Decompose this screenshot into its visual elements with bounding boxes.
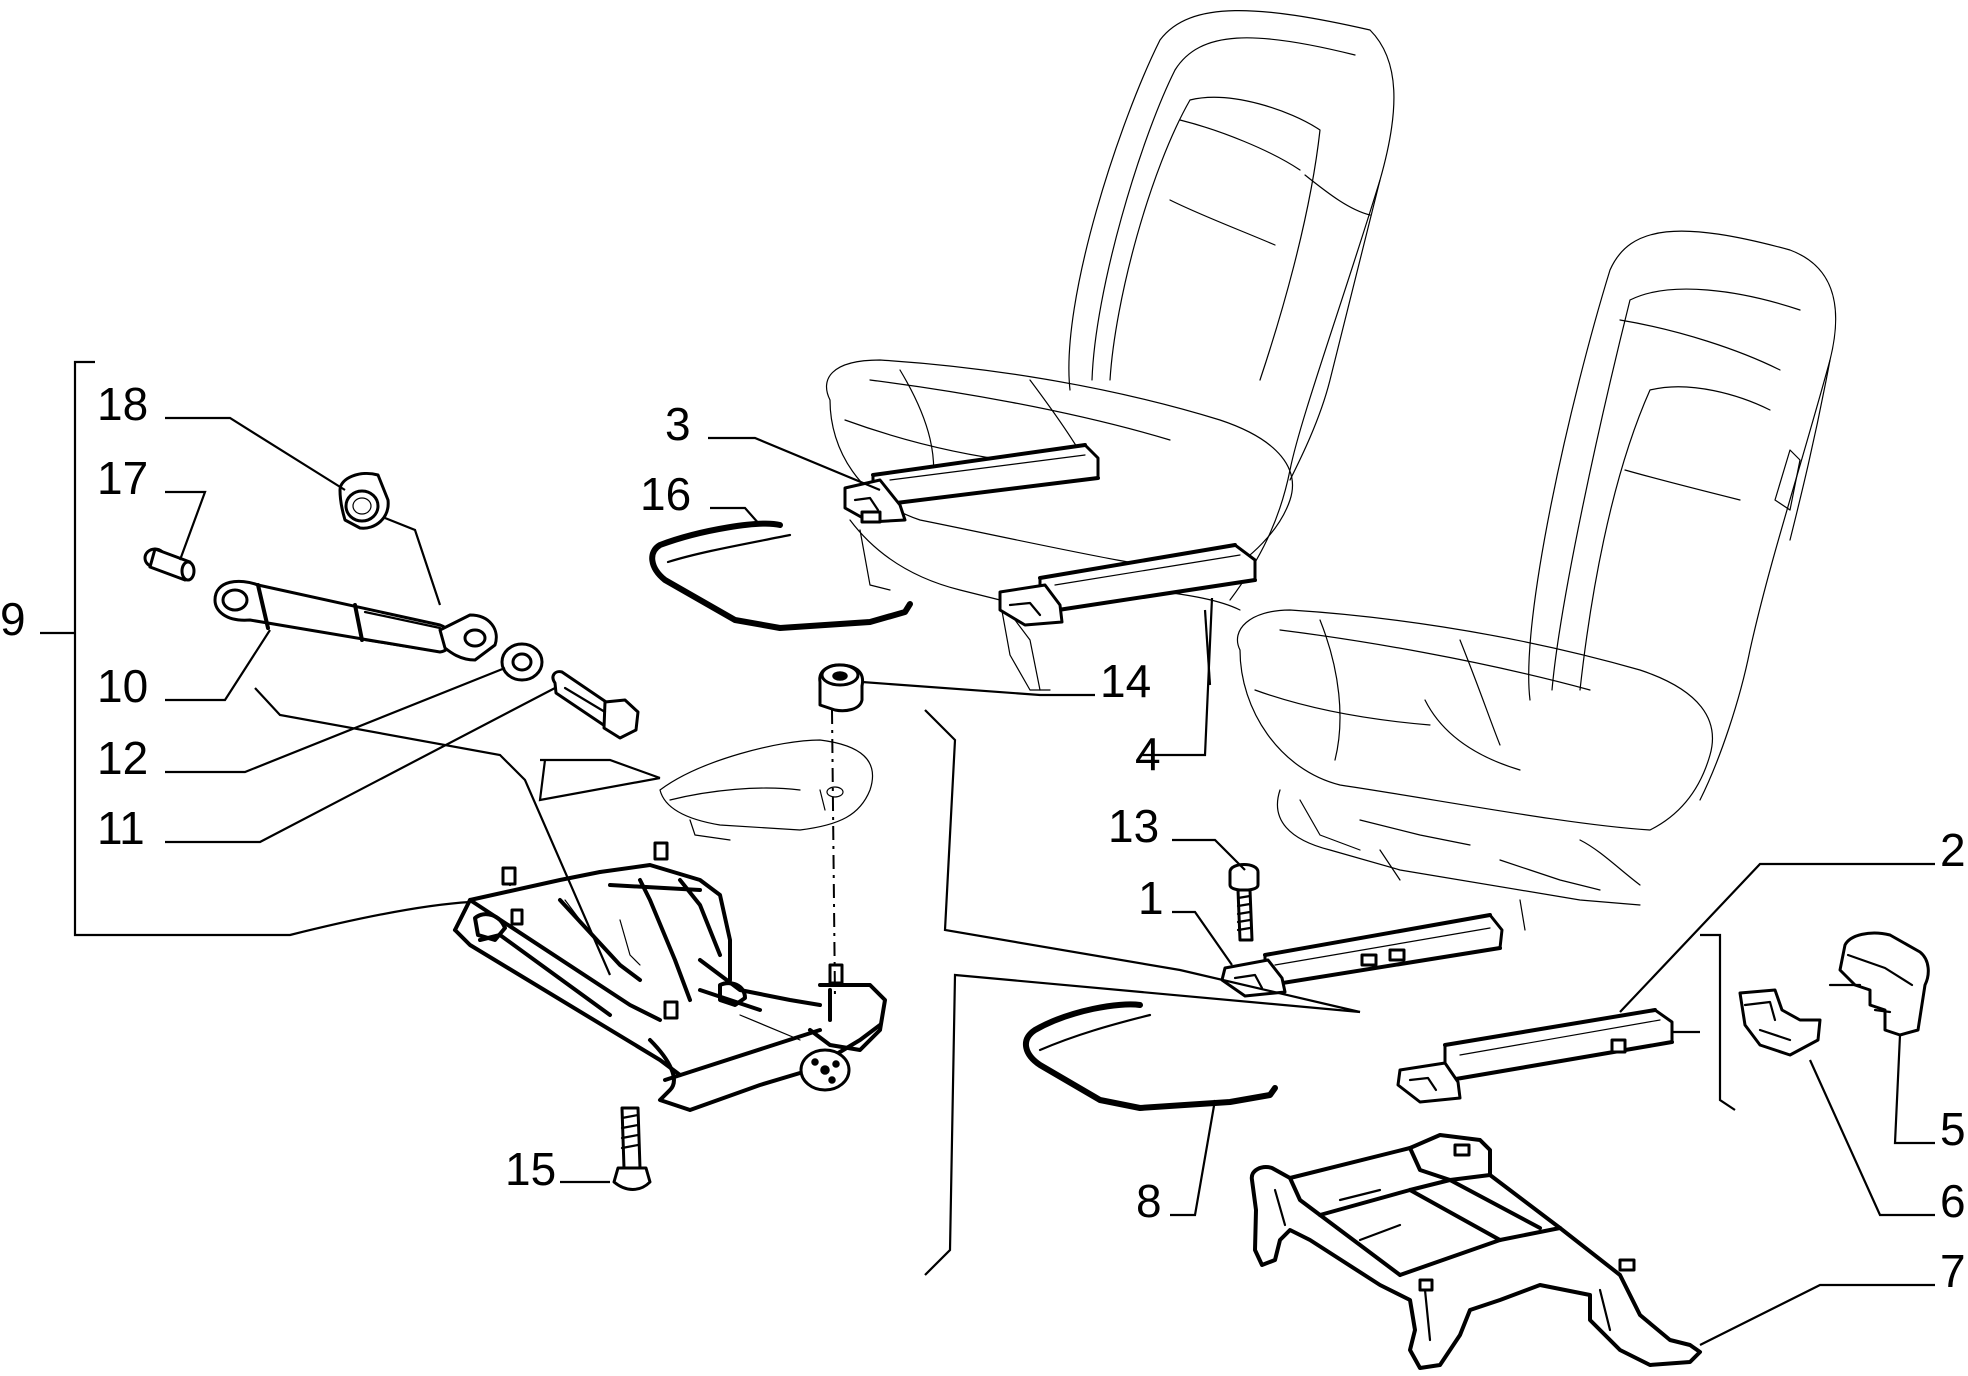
nut-14 — [818, 663, 865, 713]
callout-labels: 18 17 9 10 12 11 3 16 14 4 13 1 2 5 6 7 … — [0, 378, 1966, 1297]
rail-2 — [1396, 1008, 1674, 1104]
callout-7: 7 — [1940, 1245, 1966, 1297]
base-frame-7 — [1249, 1133, 1702, 1370]
leader-lines — [165, 416, 1935, 1346]
washer-12 — [500, 642, 544, 682]
rail-3 — [843, 443, 1100, 524]
callout-2: 2 — [1940, 824, 1966, 876]
bolt-13 — [1228, 863, 1260, 942]
handle-16 — [649, 520, 913, 631]
pin-17 — [143, 547, 196, 582]
front-seat-outline — [1236, 230, 1837, 931]
callout-14: 14 — [1100, 655, 1151, 707]
clip-6 — [1738, 988, 1822, 1057]
seat-frame-assembly — [453, 739, 887, 1112]
handle-8 — [1023, 1001, 1278, 1111]
callout-13: 13 — [1108, 800, 1159, 852]
bushing-18 — [338, 472, 390, 530]
callout-4: 4 — [1135, 728, 1161, 780]
bolt-11 — [551, 670, 640, 740]
callout-11: 11 — [97, 802, 145, 854]
rear-seat-outline — [825, 10, 1395, 691]
bracket-5 — [1828, 931, 1930, 1037]
callout-5: 5 — [1940, 1103, 1966, 1155]
callout-15: 15 — [505, 1143, 556, 1195]
callout-10: 10 — [97, 660, 148, 712]
bracket-9 — [73, 360, 471, 937]
callout-9: 9 — [0, 593, 26, 645]
bolt-15 — [612, 1106, 652, 1191]
callout-12: 12 — [97, 732, 148, 784]
rail-1 — [1220, 913, 1504, 998]
callout-16: 16 — [640, 468, 691, 520]
gas-spring — [213, 579, 498, 662]
callout-8: 8 — [1136, 1175, 1162, 1227]
callout-18: 18 — [97, 378, 148, 430]
rail-4 — [998, 543, 1257, 627]
callout-3: 3 — [665, 398, 691, 450]
callout-6: 6 — [1940, 1175, 1966, 1227]
callout-1: 1 — [1138, 872, 1164, 924]
callout-17: 17 — [97, 452, 148, 504]
axis-line — [831, 709, 836, 1001]
